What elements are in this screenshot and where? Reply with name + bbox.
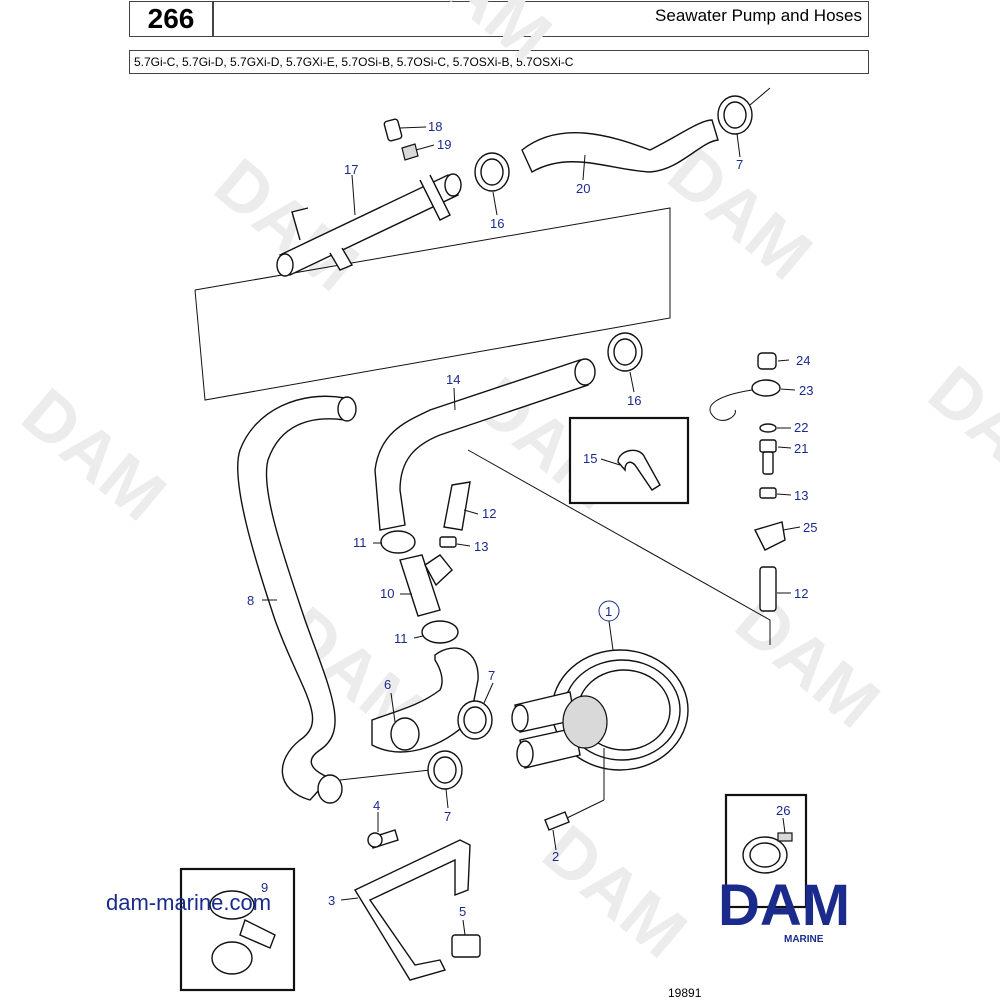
callout-25: 25 [803,520,817,535]
callout-2: 2 [552,849,559,864]
callout-20: 20 [576,181,590,196]
cap-23 [709,379,781,421]
brand-subtitle: MARINE [784,934,824,945]
pipe-17 [276,173,462,277]
callout-7-low: 7 [444,809,451,824]
callout-15: 15 [583,451,597,466]
clamp-11-top [380,530,416,554]
clamp-11-bottom [421,620,459,644]
clamp-7-top [717,87,771,135]
callout-7-top: 7 [736,157,743,172]
hose-connection-line [339,769,431,781]
callout-26: 26 [776,803,790,818]
callout-12-right: 12 [794,586,808,601]
clip-13-right [759,487,777,499]
callout-19: 19 [437,137,451,152]
website-link[interactable]: dam-marine.com [106,890,272,915]
callout-21: 21 [794,441,808,456]
callout-labels: 18 19 17 16 20 7 14 16 15 24 23 22 21 13… [247,119,817,919]
callout-14: 14 [446,372,460,387]
screw-2 [544,811,570,831]
plug-24 [757,352,777,370]
bracket-3 [353,839,471,981]
clamp-16-top [474,152,510,192]
callout-13-mid: 13 [474,539,488,554]
fitting-21 [759,439,777,475]
callout-18: 18 [428,119,442,134]
washer-22 [759,423,777,433]
clamp-7-mid [457,700,493,740]
leader-lines [262,126,801,936]
brand-logo-text: DAM [718,880,850,938]
clamp-25 [754,521,786,551]
assembly-frame-top [194,207,671,401]
page-number: 266 [129,1,213,37]
watermark-layer: DAM DAM DAM DAM DAM DAM DAM DAM DAM [8,0,1000,973]
bolt-4 [367,829,399,849]
callout-7-mid: 7 [488,668,495,683]
inset-box-15 [568,416,690,505]
callout-11-bottom: 11 [394,631,408,646]
clamp-16-mid [607,332,643,372]
tee-10 [399,554,453,617]
callout-8: 8 [247,593,254,608]
page-title: Seawater Pump and Hoses [213,1,869,37]
callout-16-top: 16 [490,216,504,231]
callout-4: 4 [373,798,380,813]
hose-20 [521,119,719,173]
callout-3: 3 [328,893,335,908]
callout-12-mid: 12 [482,506,496,521]
hose-6 [371,647,479,753]
clamp-7-low [427,750,463,790]
callout-24: 24 [796,353,810,368]
watermark-text: DAM [722,581,894,743]
callout-11-top: 11 [353,535,367,550]
watermark-text: DAM [915,351,1000,513]
callout-16-mid: 16 [627,393,641,408]
inset-box-26 [724,793,808,909]
seawater-pump-1 [511,649,689,771]
dam-logo: DAM [718,880,850,938]
callout-6: 6 [384,677,391,692]
hose-8 [237,395,357,804]
watermark-text: DAM [394,0,566,76]
fitting-18 [383,118,403,142]
connector-5 [451,934,481,958]
callout-10: 10 [380,586,394,601]
callout-5: 5 [459,904,466,919]
clip-13-mid [439,536,457,548]
hose-12-mid [443,481,471,531]
callout-9: 9 [261,880,268,895]
watermark-text: DAM [8,373,180,535]
assembly-lines [194,207,771,781]
assembly-frame-right [467,449,771,645]
hose-14 [374,358,596,531]
callout-1: 1 [605,604,612,619]
inset-box-9 [179,867,296,992]
drawing-number: 19891 [668,986,702,1000]
callout-17: 17 [344,162,358,177]
clip-19 [401,143,419,161]
hose-12-right [759,566,777,612]
watermark-text: DAM [529,810,701,972]
callout-23: 23 [799,383,813,398]
callout-13-right: 13 [794,488,808,503]
callout-22: 22 [794,420,808,435]
callout-circle-1 [598,600,620,622]
model-list: 5.7Gi-C, 5.7Gi-D, 5.7GXi-D, 5.7GXi-E, 5.… [129,50,869,74]
